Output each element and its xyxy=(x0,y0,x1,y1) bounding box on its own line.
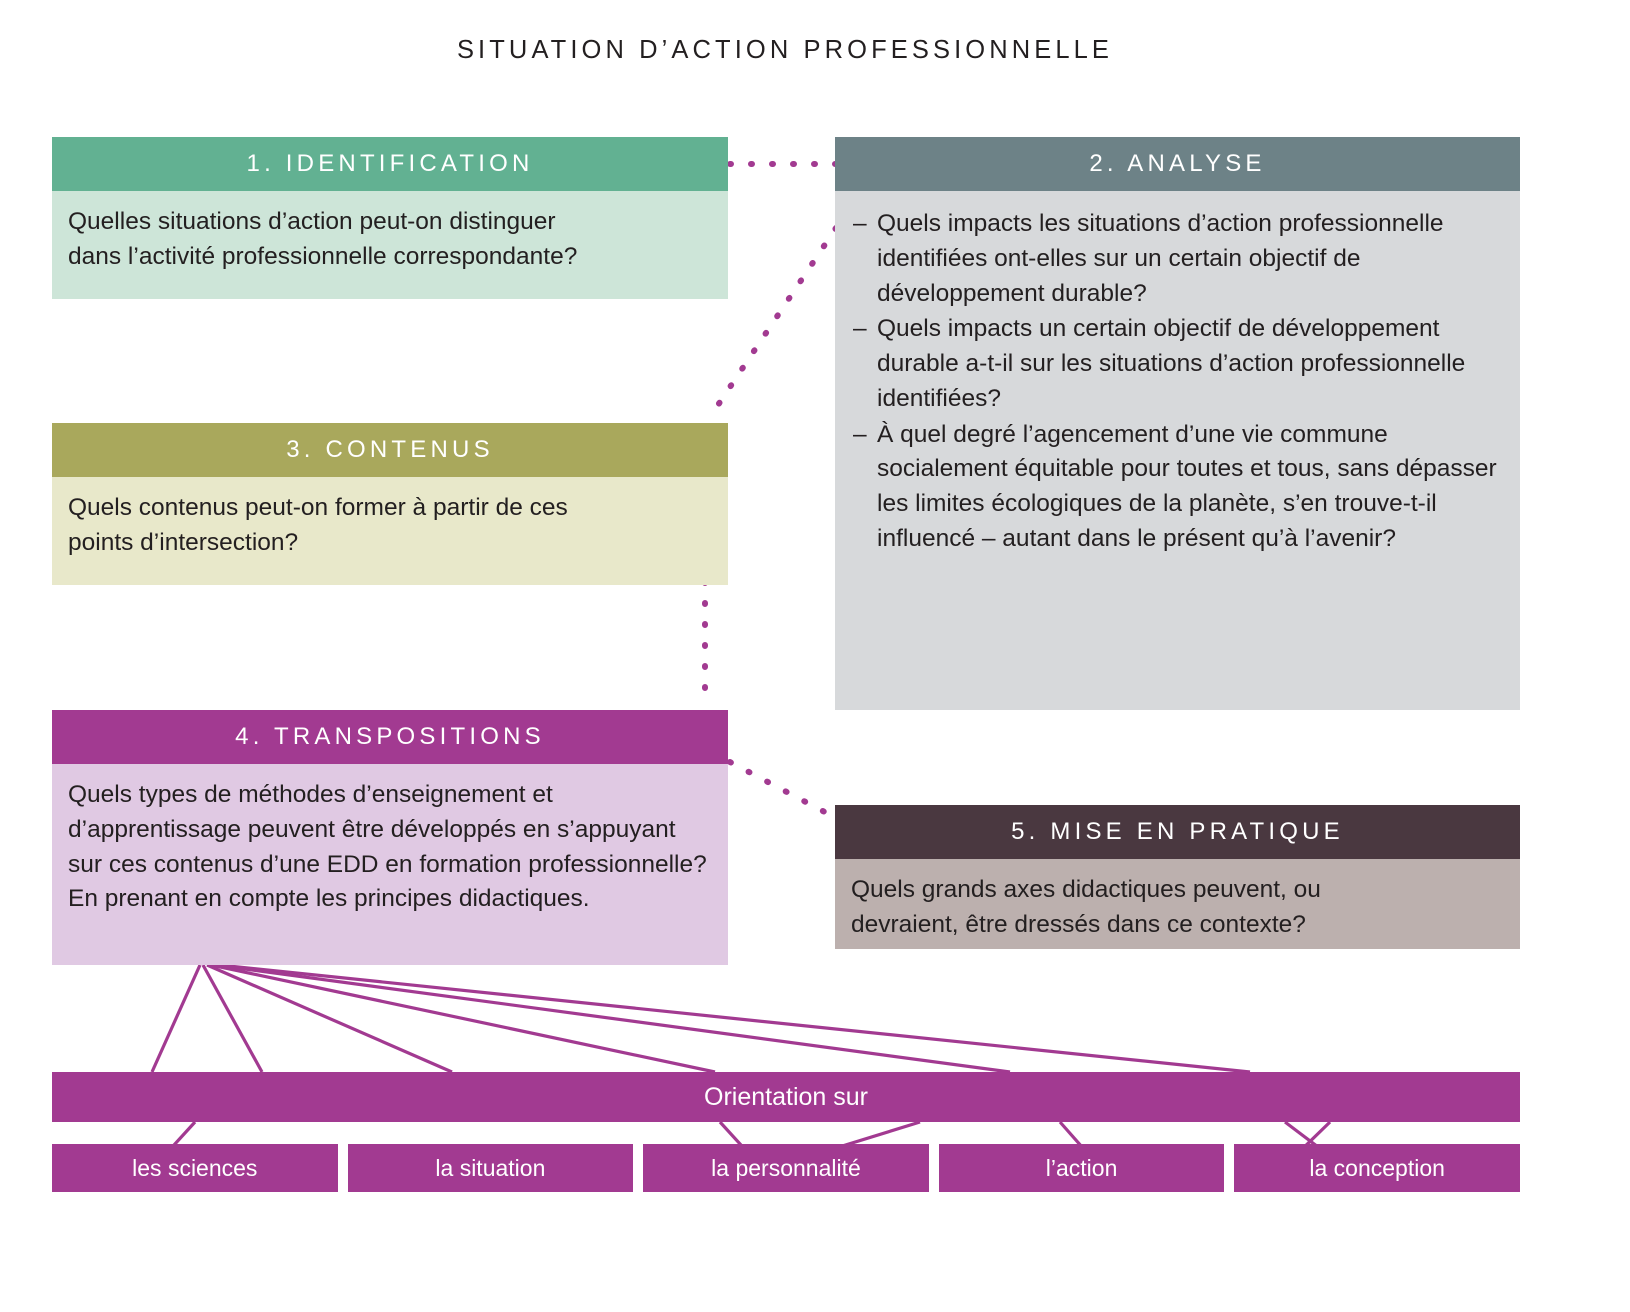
fan-lines-upper xyxy=(150,963,1251,1074)
dash-marker: – xyxy=(853,210,867,237)
leaf-label: la conception xyxy=(1309,1154,1445,1181)
analyse-bullet-item: – À quel degré l’agencement d’une vie co… xyxy=(851,418,1502,557)
leaf-label: l’action xyxy=(1045,1154,1118,1181)
card-mise-en-pratique: 5. MISE EN PRATIQUE Quels grands axes di… xyxy=(835,805,1520,949)
orientation-leaf-row: les sciences la situation la personnalit… xyxy=(52,1144,1520,1192)
identification-line-2: dans l’activité professionnelle correspo… xyxy=(68,242,578,270)
analyse-bullet-text: À quel degré l’agencement d’une vie comm… xyxy=(877,420,1497,553)
analyse-bullet-item: – Quels impacts un certain objectif de d… xyxy=(851,312,1502,416)
card-transpositions-header: 4. TRANSPOSITIONS xyxy=(52,710,728,764)
leaf-label: les sciences xyxy=(132,1154,258,1181)
card-transpositions: 4. TRANSPOSITIONS Quels types de méthode… xyxy=(52,710,728,965)
leaf-label: la personnalité xyxy=(711,1154,861,1181)
page-title: SITUATION D’ACTION PROFESSIONNELLE xyxy=(456,36,1114,64)
card-contenus-body: Quels contenus peut-on former à partir d… xyxy=(52,477,728,585)
card-analyse: 2. ANALYSE – Quels impacts les situation… xyxy=(835,137,1520,710)
card-identification-header: 1. IDENTIFICATION xyxy=(52,137,728,191)
transpositions-paragraph-1: Quels types de méthodes d’enseignement e… xyxy=(68,781,707,878)
card-analyse-header: 2. ANALYSE xyxy=(835,137,1520,191)
analyse-bullet-text: Quels impacts un certain objectif de dév… xyxy=(877,315,1466,412)
leaf-la-situation: la situation xyxy=(347,1144,634,1192)
analyse-bullet-item: – Quels impacts les situations d’action … xyxy=(851,207,1502,311)
card-transpositions-body: Quels types de méthodes d’enseignement e… xyxy=(52,764,728,965)
card-contenus-header: 3. CONTENUS xyxy=(52,423,728,477)
card-mise-en-pratique-body: Quels grands axes didactiques peuvent, o… xyxy=(835,859,1520,949)
leaf-l-action: l’action xyxy=(938,1144,1225,1192)
identification-line-1: Quelles situations d’action peut-on dist… xyxy=(68,208,556,235)
card-identification-body: Quelles situations d’action peut-on dist… xyxy=(52,191,728,299)
pratique-line-2: devraient, être dressés dans ce contexte… xyxy=(851,910,1306,938)
card-analyse-body: – Quels impacts les situations d’action … xyxy=(835,191,1520,710)
leaf-les-sciences: les sciences xyxy=(52,1144,338,1192)
contenus-line-2: points d’intersection? xyxy=(68,528,299,556)
contenus-line-1: Quels contenus peut-on former à partir d… xyxy=(68,494,568,521)
dash-marker: – xyxy=(853,420,867,448)
pratique-line-1: Quels grands axes didactiques peuvent, o… xyxy=(851,876,1321,903)
analyse-bullet-text: Quels impacts les situations d’action pr… xyxy=(877,210,1444,307)
leaf-la-conception: la conception xyxy=(1234,1144,1520,1192)
card-mise-en-pratique-header: 5. MISE EN PRATIQUE xyxy=(835,805,1520,859)
card-identification: 1. IDENTIFICATION Quelles situations d’a… xyxy=(52,137,728,299)
transpositions-paragraph-2: En prenant en compte les principes didac… xyxy=(68,885,590,913)
analyse-bullet-list: – Quels impacts les situations d’action … xyxy=(851,207,1502,557)
connector-4-to-5 xyxy=(727,759,839,821)
orientation-bar: Orientation sur xyxy=(52,1072,1520,1122)
leaf-la-personnalite: la personnalité xyxy=(643,1144,929,1192)
leaf-label: la situation xyxy=(435,1154,546,1181)
card-contenus: 3. CONTENUS Quels contenus peut-on forme… xyxy=(52,423,728,585)
dash-marker: – xyxy=(853,315,867,343)
orientation-label: Orientation sur xyxy=(704,1082,868,1111)
